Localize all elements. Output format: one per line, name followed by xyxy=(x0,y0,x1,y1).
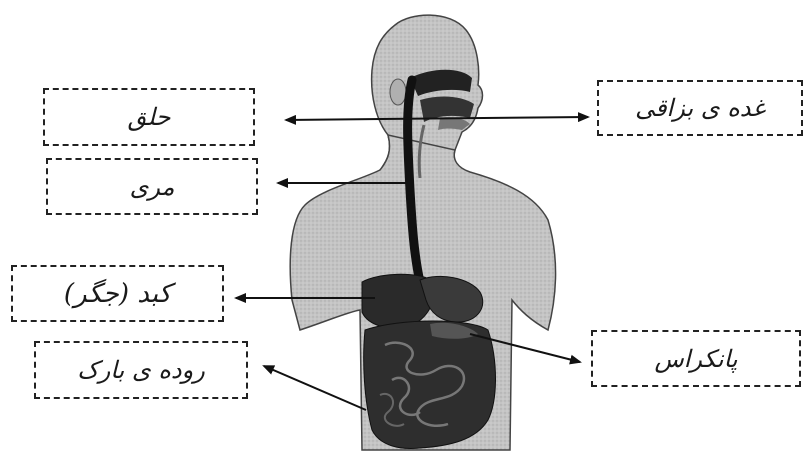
intestines xyxy=(364,321,496,448)
label-box-large-intestine[interactable]: روده ی بارک xyxy=(34,341,248,399)
label-pancreas-text: پانکراس xyxy=(654,345,737,373)
label-box-pancreas[interactable]: پانکراس xyxy=(591,330,801,387)
label-box-salivary-glands[interactable]: غده ی بزاقی xyxy=(597,80,803,136)
label-box-esophagus[interactable]: مری xyxy=(46,158,258,215)
label-throat-text: حلق xyxy=(128,103,171,131)
label-liver-text: کبد (جگر) xyxy=(64,279,171,309)
label-salivary-glands-text: غده ی بزاقی xyxy=(635,94,765,122)
label-box-throat[interactable]: حلق xyxy=(43,88,255,146)
label-esophagus-text: مری xyxy=(130,173,175,201)
large-intestine xyxy=(364,321,496,448)
arrow-large-intestine xyxy=(264,366,366,410)
label-box-liver[interactable]: کبد (جگر) xyxy=(11,265,224,322)
ear xyxy=(390,79,406,105)
label-large-intestine-text: روده ی بارک xyxy=(77,356,205,384)
